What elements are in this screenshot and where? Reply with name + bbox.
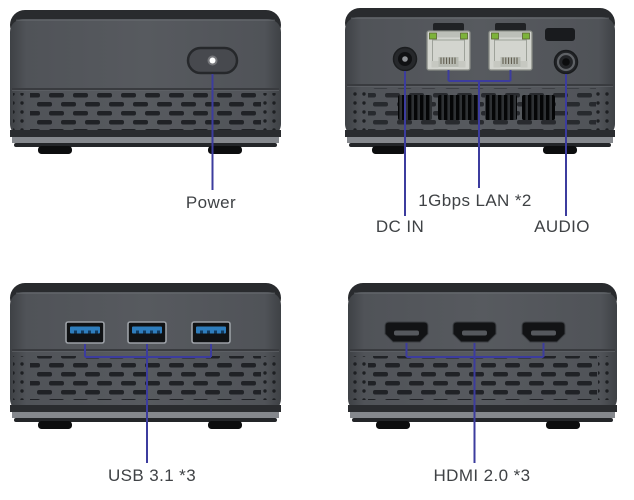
foot — [372, 146, 406, 154]
foot — [208, 146, 242, 154]
rear-view — [345, 8, 615, 216]
power-led-icon — [209, 57, 216, 64]
hdmi-port-1 — [384, 321, 429, 343]
lan-led-icon — [429, 32, 437, 40]
usb-label: USB 3.1 *3 — [107, 466, 197, 485]
usb-port-2 — [127, 321, 167, 344]
lan-label: 1Gbps LAN *2 — [418, 191, 532, 210]
usb-annotation-line — [84, 344, 212, 463]
usb-port-1 — [65, 321, 105, 344]
lan-led-icon — [522, 32, 530, 40]
lan-port-2 — [488, 23, 533, 71]
hdmi-port-2 — [452, 321, 497, 343]
foot — [208, 421, 242, 429]
vent-grille — [30, 93, 261, 131]
lan-led-icon — [460, 32, 468, 40]
lan-port-1 — [426, 23, 471, 71]
front-top-view — [10, 10, 281, 190]
foot — [546, 421, 580, 429]
hdmi-side-view — [348, 283, 617, 463]
foot — [376, 421, 410, 429]
power-label: Power — [185, 193, 237, 212]
hdmi-annotation-line — [405, 343, 545, 463]
vent-grille — [30, 356, 261, 400]
foot — [38, 421, 72, 429]
dc-in-jack — [392, 46, 418, 72]
lan-led-icon — [491, 32, 499, 40]
audio-jack — [553, 49, 579, 75]
power-button — [186, 46, 239, 75]
foot — [38, 146, 72, 154]
dc-in-label: DC IN — [375, 217, 425, 236]
usb-side-view — [10, 283, 281, 463]
audio-label: AUDIO — [534, 217, 590, 236]
foot — [543, 146, 577, 154]
hdmi-label: HDMI 2.0 *3 — [433, 466, 531, 485]
exhaust-grilles — [398, 95, 555, 120]
usb-port-3 — [191, 321, 231, 344]
hdmi-port-3 — [521, 321, 566, 343]
vent-grille — [368, 356, 597, 400]
security-slot — [545, 28, 575, 41]
lan-annotation-line — [447, 70, 512, 188]
